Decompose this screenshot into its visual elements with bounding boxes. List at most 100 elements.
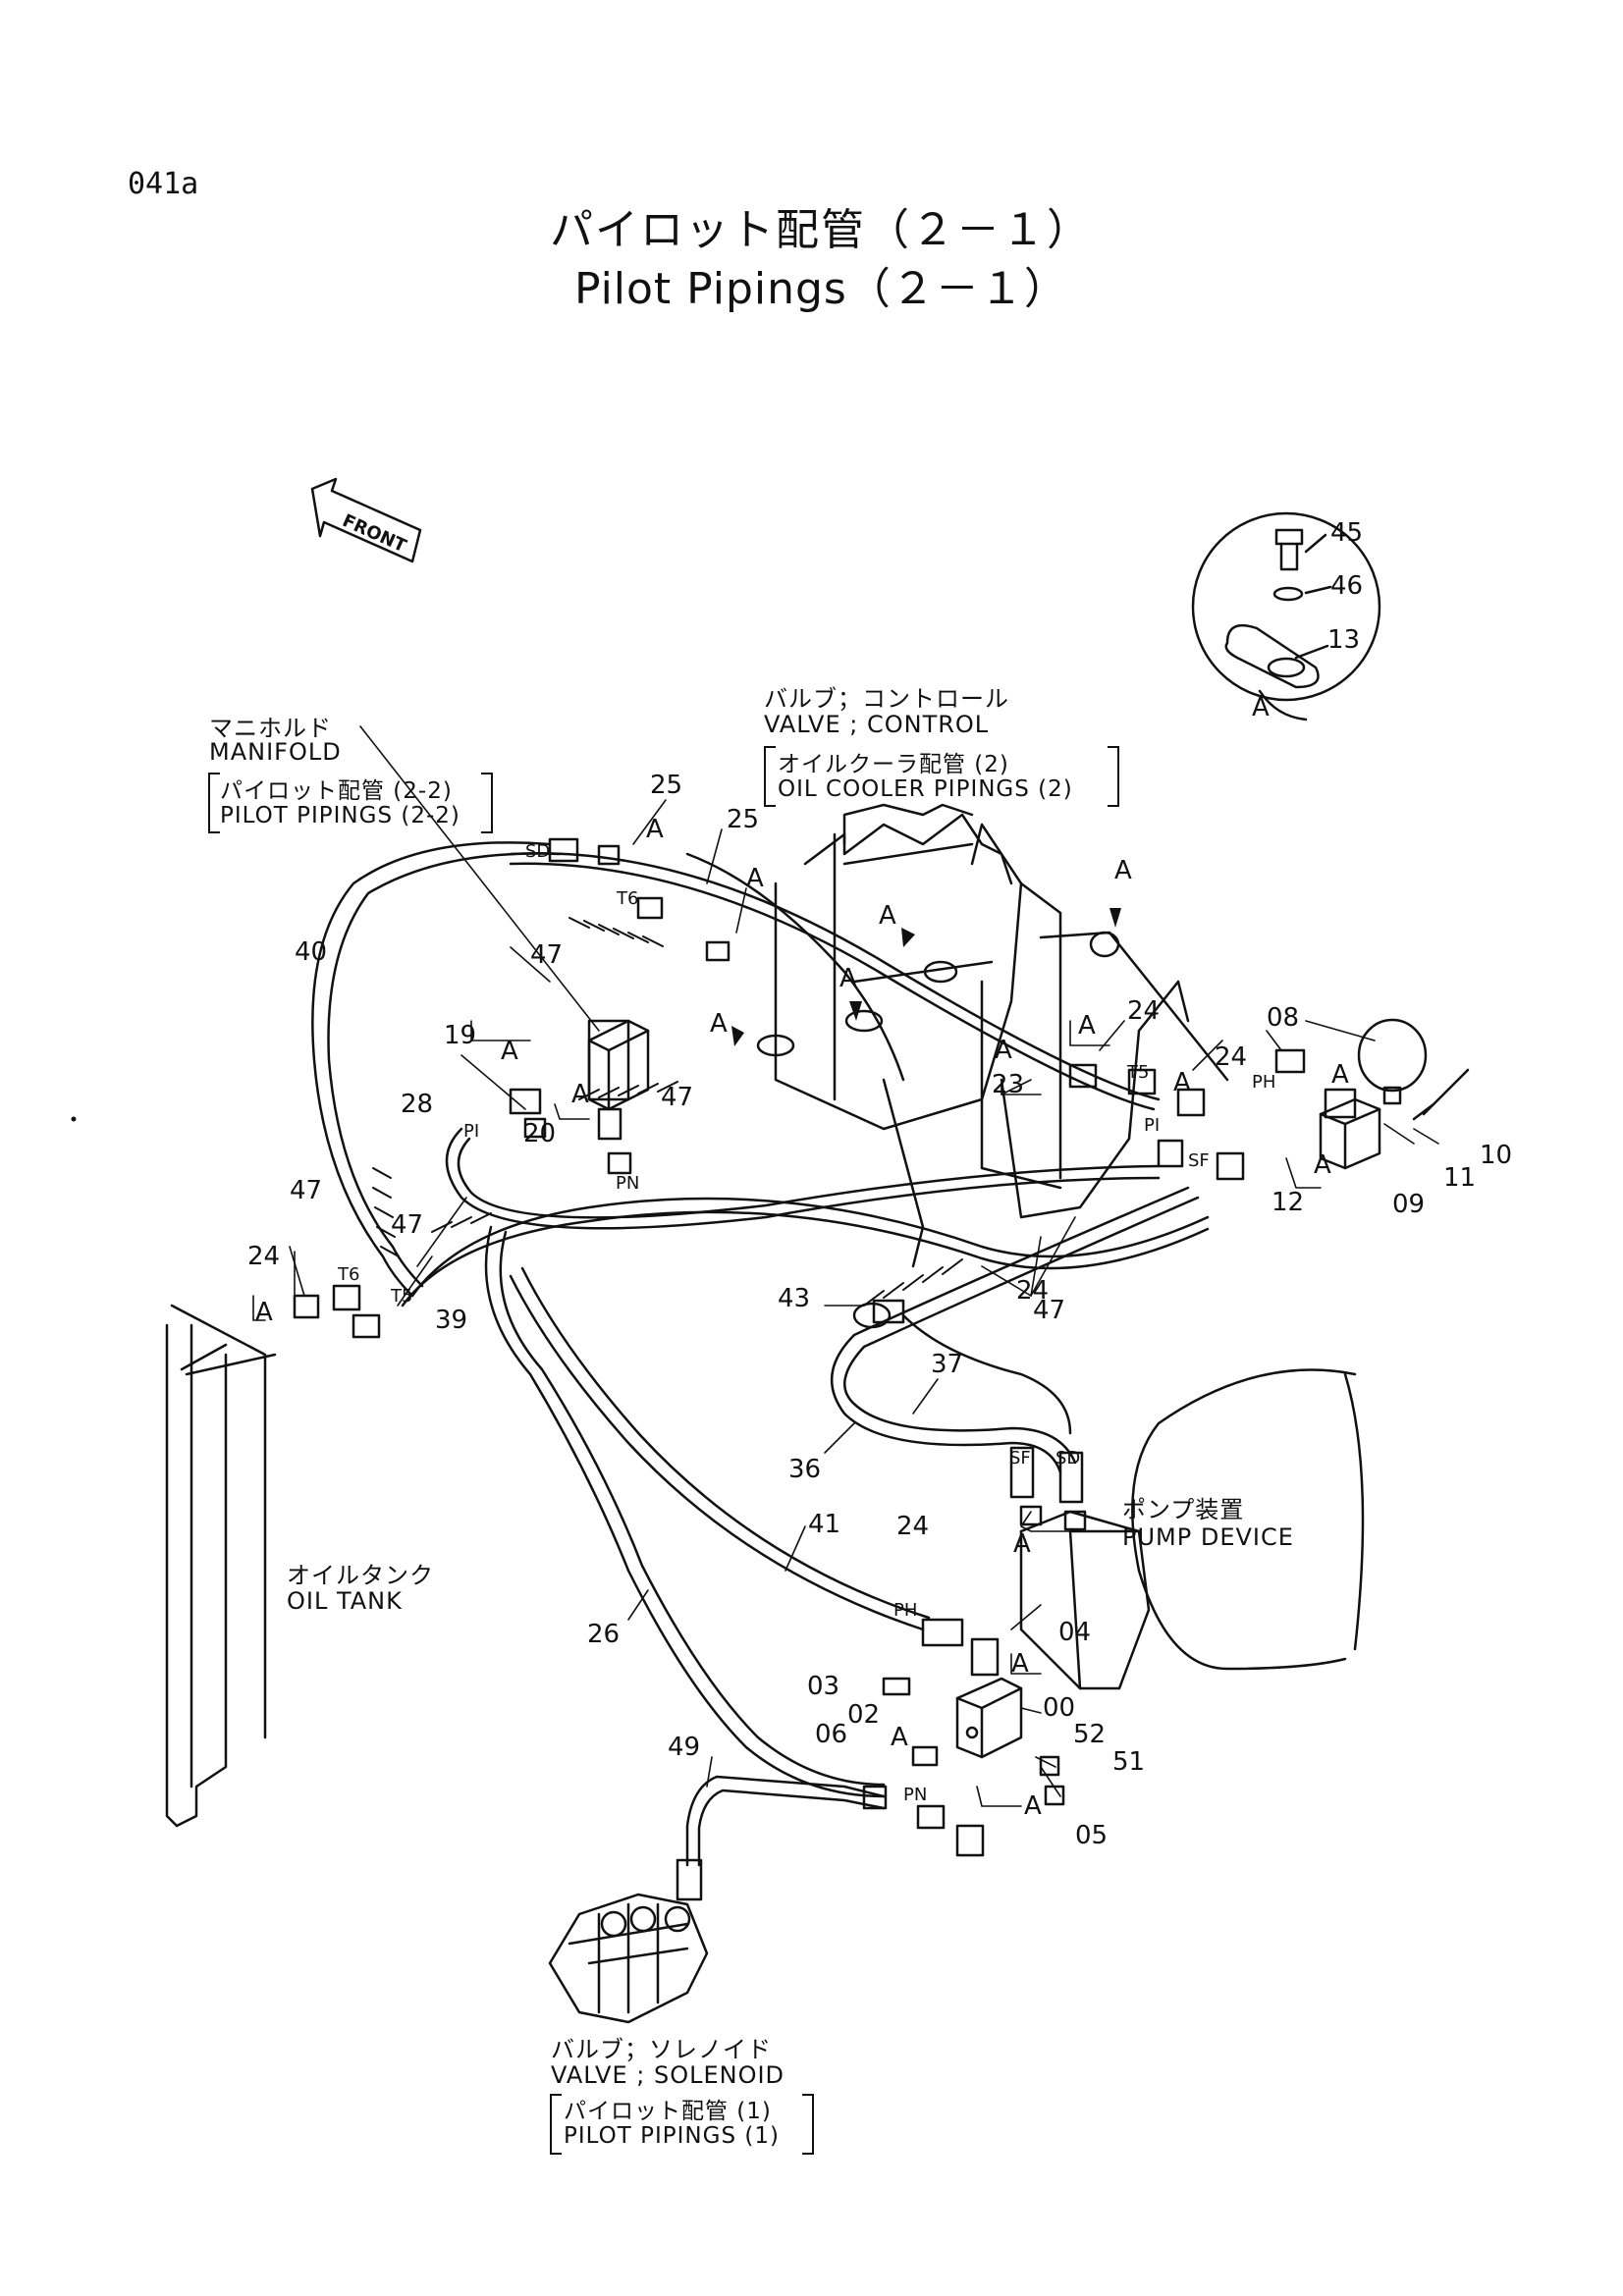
a-mark-12: A (1331, 1060, 1349, 1090)
port-t6-1: T6 (617, 888, 639, 909)
part-09: 09 (1392, 1190, 1426, 1219)
port-t5-2: T5 (1127, 1062, 1150, 1083)
detail-a-label: A (1252, 693, 1270, 722)
part-37: 37 (931, 1350, 964, 1379)
a-mark-9: A (1078, 1011, 1096, 1041)
port-sf-1: SF (1188, 1150, 1210, 1171)
accumulator-08 (1357, 1018, 1470, 1121)
a-mark-15: A (1013, 1529, 1031, 1559)
solenoid-ref-bracket-right (802, 2094, 814, 2155)
hose-39 (401, 1197, 1210, 1308)
oil-tank-label-ja: オイルタンク (287, 1562, 434, 1589)
a-mark-8: A (571, 1080, 589, 1109)
port-pn-2: PN (903, 1785, 928, 1805)
part-43: 43 (778, 1284, 811, 1313)
manifold-ref-en: PILOT PIPINGS (2-2) (220, 803, 460, 828)
a-arrow-marks (731, 908, 1121, 1046)
a-mark-5: A (839, 964, 857, 993)
solenoid-ref-bracket-left (550, 2094, 562, 2155)
a-mark-7: A (501, 1037, 518, 1066)
part-26: 26 (587, 1620, 621, 1649)
part-47b: 47 (661, 1083, 694, 1112)
part-28: 28 (401, 1090, 434, 1119)
a-mark-14: A (255, 1298, 273, 1327)
port-pn-1: PN (616, 1173, 640, 1194)
pump-label-ja: ポンプ装置 (1122, 1496, 1245, 1523)
part-20: 20 (523, 1119, 557, 1148)
port-ph-2: PH (893, 1600, 918, 1621)
part-47d: 47 (391, 1210, 424, 1240)
detail-a-circle (1191, 511, 1381, 702)
hose-41 (509, 1266, 931, 1631)
control-valve-ref-bracket-left (764, 746, 776, 807)
part-41: 41 (808, 1510, 841, 1539)
part-49: 49 (668, 1733, 701, 1762)
part-36: 36 (788, 1455, 822, 1484)
a-mark-18: A (1024, 1791, 1042, 1821)
manifold-ref-ja: パイロット配管 (2-2) (220, 778, 453, 804)
page-id: 041a (128, 167, 199, 201)
a-mark-13: A (1314, 1150, 1331, 1180)
solenoid-ref-en: PILOT PIPINGS (1) (564, 2123, 780, 2149)
a-mark-6: A (710, 1009, 728, 1039)
part-03: 03 (807, 1672, 840, 1701)
hose-40 (311, 841, 562, 1298)
port-pi-2: PI (1144, 1115, 1161, 1136)
port-sd-1: SD (525, 841, 551, 862)
part-24c: 24 (1215, 1042, 1248, 1072)
solenoid-label-en: VALVE ; SOLENOID (551, 2061, 785, 2089)
part-25b: 25 (727, 805, 760, 834)
hose-49 (685, 1775, 886, 1867)
clamps (756, 931, 1120, 1329)
control-valve-label-en: VALVE ; CONTROL (764, 711, 990, 738)
a-mark-16: A (1011, 1649, 1029, 1679)
part-04: 04 (1058, 1618, 1092, 1647)
a-mark-11: A (1173, 1068, 1191, 1097)
manifold-block (587, 1019, 650, 1111)
manifold-ref-bracket-right (481, 773, 493, 833)
hose-26 (484, 1225, 886, 1798)
solenoid-label-ja: バルブ；ソレノイド (551, 2036, 772, 2063)
block-00 (955, 1677, 1023, 1759)
port-t5-1: T5 (391, 1286, 413, 1307)
leader-lines (289, 725, 1439, 1797)
part-06: 06 (815, 1720, 848, 1749)
port-pi-1: PI (463, 1121, 480, 1142)
manifold-ref-bracket-left (208, 773, 220, 833)
oil-tank-outline (165, 1304, 277, 1828)
a-mark-10: A (995, 1036, 1012, 1065)
part-47c: 47 (290, 1176, 323, 1205)
part-00: 00 (1043, 1693, 1076, 1723)
control-valve-ref-bracket-right (1108, 746, 1119, 807)
clamp-bolt-icon (1224, 528, 1320, 689)
part-24a: 24 (247, 1242, 281, 1271)
block-09 (1319, 1097, 1381, 1170)
manifold-label-ja: マニホルド (209, 715, 332, 742)
part-47a: 47 (530, 940, 564, 970)
port-sf-2: SF (1009, 1448, 1031, 1468)
part-51: 51 (1112, 1747, 1146, 1777)
part-12: 12 (1271, 1188, 1305, 1217)
control-valve-ref-ja: オイルクーラ配管 (2) (778, 752, 1009, 777)
part-52: 52 (1073, 1720, 1107, 1749)
part-24e: 24 (1016, 1276, 1050, 1306)
oil-tank-label-en: OIL TANK (287, 1587, 403, 1615)
part-24d: 24 (896, 1512, 930, 1541)
part-47e: 47 (1033, 1296, 1066, 1325)
part-05: 05 (1075, 1821, 1109, 1850)
hose-36-37 (830, 1186, 1200, 1474)
a-mark-3: A (1114, 856, 1132, 885)
page-title-ja: パイロット配管（２－１） (550, 205, 1092, 255)
part-02: 02 (847, 1700, 881, 1730)
part-46: 46 (1330, 571, 1364, 601)
part-40: 40 (295, 937, 328, 967)
part-10: 10 (1480, 1141, 1513, 1170)
solenoid-valve-outline (548, 1893, 709, 2024)
control-valve-label-ja: バルブ；コントロール (764, 685, 1009, 713)
part-39: 39 (435, 1306, 468, 1335)
part-24b: 24 (1127, 996, 1161, 1026)
front-arrow-icon (310, 477, 422, 563)
a-mark-17: A (891, 1723, 908, 1752)
part-19: 19 (444, 1021, 477, 1050)
pump-device-outline (1019, 1368, 1365, 1690)
